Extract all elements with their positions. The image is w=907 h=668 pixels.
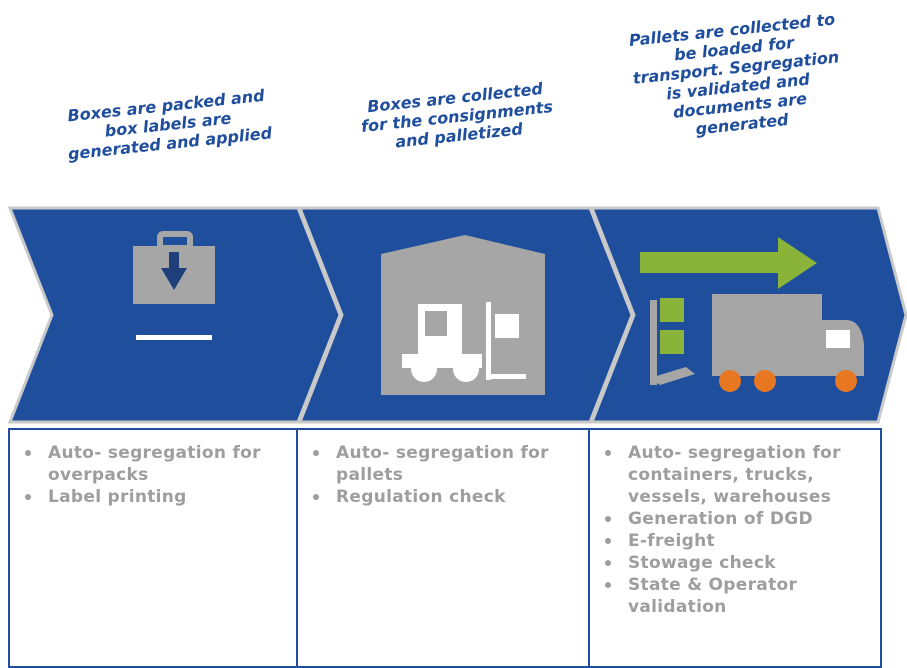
truck-loading-icon xyxy=(640,237,864,392)
list-item: E-freight xyxy=(605,530,874,552)
list-item: Regulation check xyxy=(313,486,582,508)
step-1-chevron xyxy=(7,206,342,424)
list-item: Auto- segregation for overpacks xyxy=(25,442,290,486)
list-item: State & Operator validation xyxy=(605,574,874,618)
list-item: Label printing xyxy=(25,486,290,508)
step-1-details: Auto- segregation for overpacks Label pr… xyxy=(8,428,298,668)
list-item: Stowage check xyxy=(605,552,874,574)
box-download-icon xyxy=(133,231,215,340)
chevron-band xyxy=(7,206,907,424)
step-3-details: Auto- segregation for containers, trucks… xyxy=(588,428,882,668)
warehouse-forklift-icon xyxy=(381,235,545,395)
list-item: Generation of DGD xyxy=(605,508,874,530)
list-item: Auto- segregation for pallets xyxy=(313,442,582,486)
process-diagram: Boxes are packed and box labels are gene… xyxy=(7,9,907,668)
list-item: Auto- segregation for containers, trucks… xyxy=(605,442,874,508)
step-2-details: Auto- segregation for pallets Regulation… xyxy=(296,428,590,668)
